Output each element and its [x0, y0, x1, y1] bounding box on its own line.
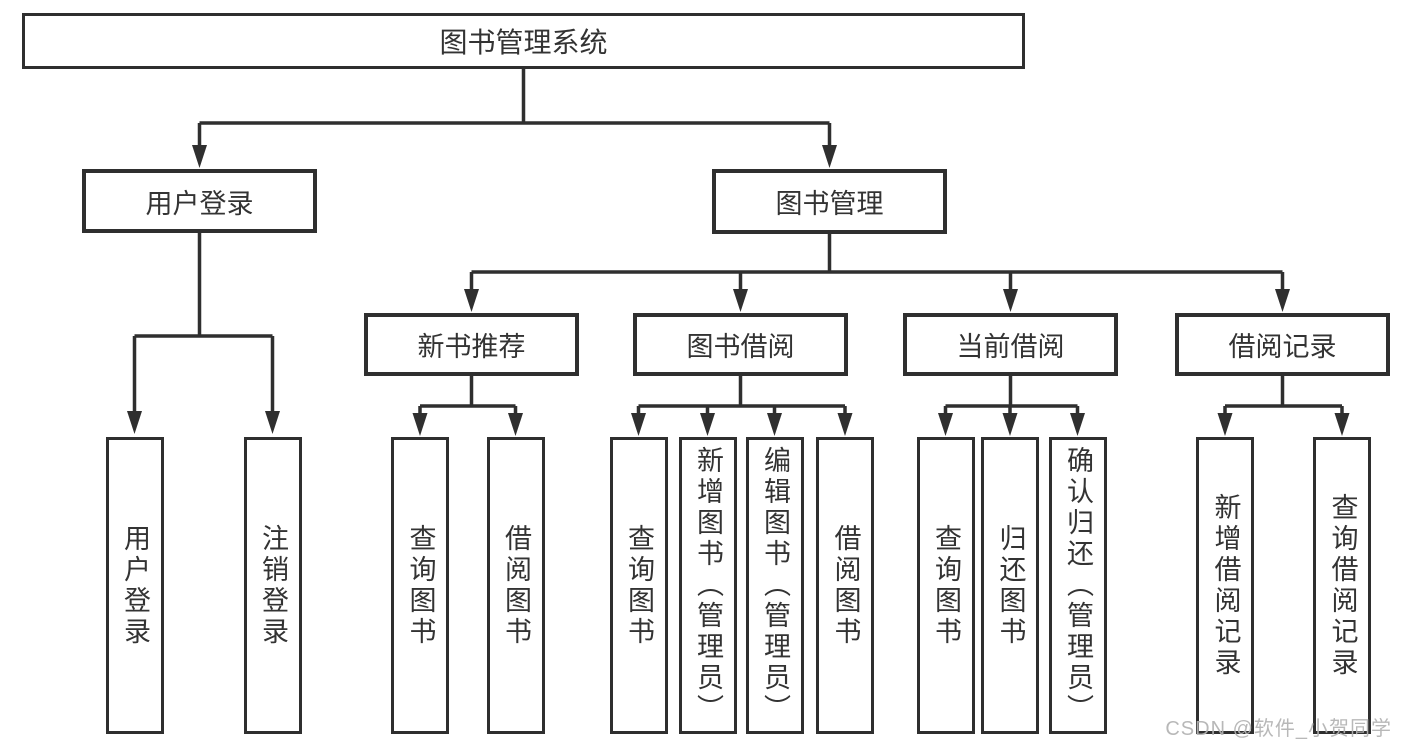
node-borrow-records: 借阅记录 — [1175, 313, 1390, 376]
leaf-borrow-query-book: 查询图书 — [609, 437, 668, 734]
node-book-management: 图书管理 — [712, 169, 947, 234]
node-borrow-records-label: 借阅记录 — [1228, 332, 1337, 362]
leaf-logout: 注销登录 — [243, 437, 302, 734]
leaf-current-confirm-return-admin: 确认归还（管理员） — [1048, 437, 1107, 734]
node-current-borrow: 当前借阅 — [903, 313, 1118, 376]
node-root-label: 图书管理系统 — [439, 27, 608, 58]
node-book-borrow-label: 图书借阅 — [686, 332, 795, 362]
leaf-borrow-edit-book-admin-label: 编辑图书（管理员） — [760, 446, 790, 725]
node-new-book-recommend-label: 新书推荐 — [417, 332, 526, 362]
leaf-records-add-record: 新增借阅记录 — [1196, 437, 1254, 734]
leaf-current-query-book-label: 查询图书 — [931, 523, 961, 648]
csdn-watermark: CSDN @软件_小贺同学 — [1165, 718, 1392, 740]
leaf-newbook-borrow-book: 借阅图书 — [486, 437, 545, 734]
leaf-records-query-record: 查询借阅记录 — [1313, 437, 1371, 734]
leaf-borrow-add-book-admin: 新增图书（管理员） — [678, 437, 737, 734]
node-book-management-label: 图书管理 — [775, 189, 884, 219]
node-user-login-label: 用户登录 — [145, 188, 254, 219]
leaf-user-login: 用户登录 — [105, 437, 164, 734]
leaf-borrow-add-book-admin-label: 新增图书（管理员） — [693, 446, 723, 725]
node-book-borrow: 图书借阅 — [633, 313, 848, 376]
leaf-records-add-record-label: 新增借阅记录 — [1210, 492, 1241, 679]
leaf-borrow-borrow-book: 借阅图书 — [816, 437, 874, 734]
leaf-borrow-borrow-book-label: 借阅图书 — [830, 523, 861, 648]
leaf-current-return-book-label: 归还图书 — [995, 523, 1026, 648]
leaf-current-confirm-return-admin-label: 确认归还（管理员） — [1063, 446, 1093, 725]
leaf-records-query-record-label: 查询借阅记录 — [1327, 492, 1358, 679]
leaf-borrow-query-book-label: 查询图书 — [624, 523, 654, 648]
node-user-login: 用户登录 — [82, 169, 317, 233]
leaf-newbook-borrow-book-label: 借阅图书 — [501, 523, 531, 648]
node-new-book-recommend: 新书推荐 — [364, 313, 579, 376]
leaf-user-login-label: 用户登录 — [120, 523, 150, 648]
leaf-newbook-query-book: 查询图书 — [391, 437, 449, 734]
leaf-newbook-query-book-label: 查询图书 — [405, 523, 436, 648]
leaf-logout-label: 注销登录 — [258, 523, 288, 648]
leaf-current-return-book: 归还图书 — [981, 437, 1039, 734]
leaf-current-query-book: 查询图书 — [916, 437, 975, 734]
leaf-borrow-edit-book-admin: 编辑图书（管理员） — [745, 437, 804, 734]
node-root: 图书管理系统 — [22, 13, 1025, 69]
node-current-borrow-label: 当前借阅 — [956, 332, 1065, 362]
